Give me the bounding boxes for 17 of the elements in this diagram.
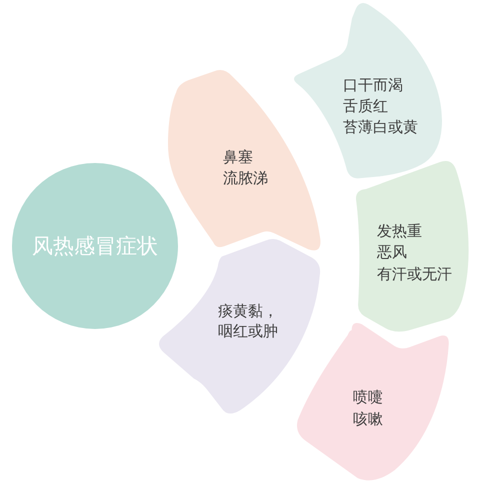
symptom-text: 舌质红 <box>343 96 388 117</box>
symptom-text: 发热重 <box>376 221 422 242</box>
symptom-text: 喷嚏 <box>352 386 383 408</box>
petal <box>294 2 442 178</box>
symptom-text: 痰黄黏，咽红或肿 <box>218 301 279 341</box>
petal <box>297 322 450 480</box>
symptom-text: 鼻塞 <box>222 146 253 168</box>
symptom-text: 有汗或无汗 <box>376 264 452 285</box>
symptom-text: 咳嗽 <box>352 408 383 430</box>
symptom-text: 口干而渴 <box>343 74 403 96</box>
symptom-text: 苔薄白或黄 <box>343 116 418 138</box>
symptom-text: 流脓涕 <box>222 168 268 189</box>
symptom-text: 恶风 <box>376 242 407 263</box>
topic-text: 风热感冒症状 <box>32 233 158 259</box>
petal <box>159 238 320 414</box>
petal <box>356 161 469 332</box>
petal <box>168 70 320 250</box>
